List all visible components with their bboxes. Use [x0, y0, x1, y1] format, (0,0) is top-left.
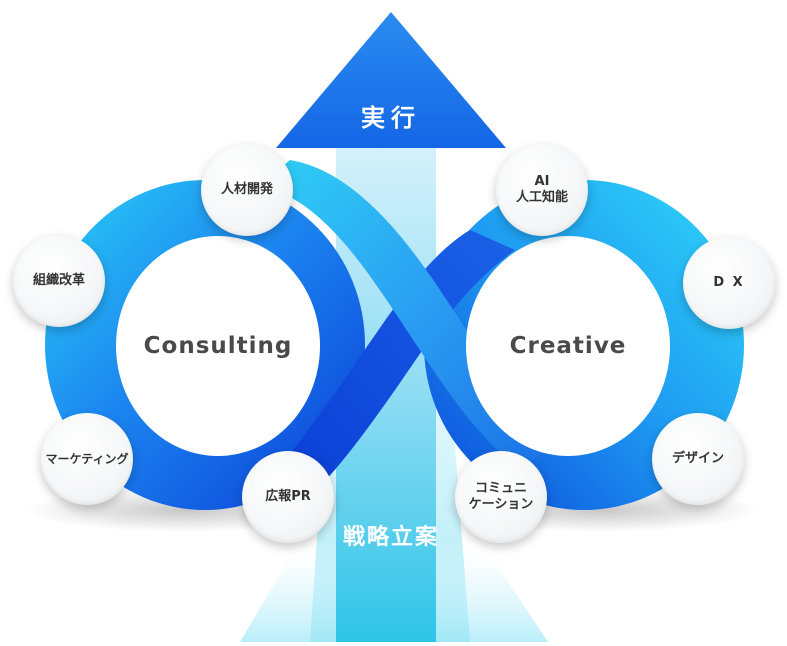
consulting-label: Consulting	[143, 333, 293, 359]
creative-label: Creative	[509, 333, 627, 359]
bubble-design: デザイン	[652, 413, 744, 505]
left-loop-center	[116, 236, 320, 456]
right-loop-center	[466, 236, 670, 456]
bubble-jinzai: 人材開発	[201, 144, 293, 236]
bubble-dx: D X	[683, 237, 775, 329]
bubble-soshiki: 組織改革	[13, 235, 105, 327]
arrow-head	[276, 12, 506, 148]
bubble-ai: AI 人工知能	[496, 144, 588, 236]
arrow-top-label: 実行	[361, 104, 421, 132]
cross-strand-back	[260, 230, 515, 505]
arrow-bottom-label: 戦略立案	[342, 525, 439, 550]
bubble-marketing: マーケティング	[41, 413, 133, 505]
bubble-comm: コミュニ ケーション	[455, 451, 547, 543]
bubble-koho: 広報PR	[242, 451, 334, 543]
